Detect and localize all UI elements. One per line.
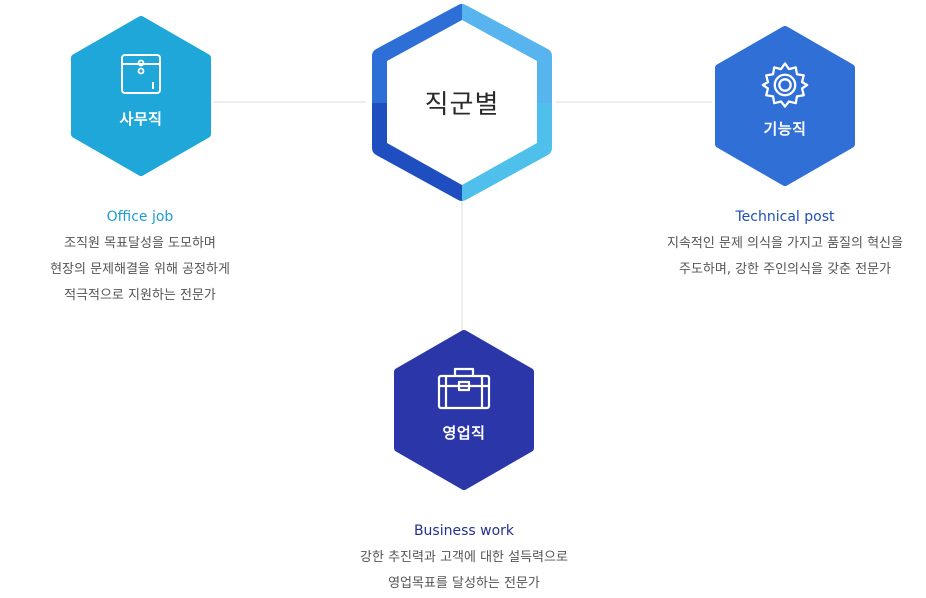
technical-post-title: Technical post bbox=[735, 209, 835, 225]
business-work-line: 영업목표를 달성하는 전문가 bbox=[388, 576, 540, 591]
business-work-label: 영업직 bbox=[442, 424, 486, 442]
business-work-hexagon: 영업직 bbox=[390, 330, 538, 490]
business-work-description: Business work 강한 추진력과 고객에 대한 설득력으로 영업목표를… bbox=[324, 523, 604, 597]
office-job-line: 적극적으로 지원하는 전문가 bbox=[64, 288, 216, 303]
office-job-hexagon: 사무직 bbox=[67, 16, 215, 176]
business-work-line: 강한 추진력과 고객에 대한 설득력으로 bbox=[360, 550, 568, 565]
technical-post-line: 주도하며, 강한 주인의식을 갖춘 전문가 bbox=[678, 262, 892, 277]
center-hexagon: 직군별 bbox=[364, 0, 560, 205]
envelope-icon bbox=[121, 54, 161, 94]
center-title: 직군별 bbox=[424, 90, 500, 120]
technical-post-description: Technical post 지속적인 문제 의식을 가지고 품질의 혁신을 주… bbox=[645, 209, 925, 283]
technical-post-hexagon: 기능직 bbox=[711, 26, 859, 186]
gear-icon bbox=[761, 62, 809, 108]
business-work-title: Business work bbox=[413, 523, 515, 539]
briefcase-icon bbox=[437, 367, 491, 410]
office-job-label: 사무직 bbox=[119, 110, 163, 128]
office-job-title: Office job bbox=[106, 209, 174, 225]
office-job-description: Office job 조직원 목표달성을 도모하며 현장의 문제해결을 위해 공… bbox=[20, 209, 260, 309]
office-job-line: 조직원 목표달성을 도모하며 bbox=[64, 236, 216, 251]
technical-post-label: 기능직 bbox=[763, 120, 807, 138]
technical-post-line: 지속적인 문제 의식을 가지고 품질의 혁신을 bbox=[667, 236, 903, 251]
office-job-line: 현장의 문제해결을 위해 공정하게 bbox=[50, 262, 230, 277]
